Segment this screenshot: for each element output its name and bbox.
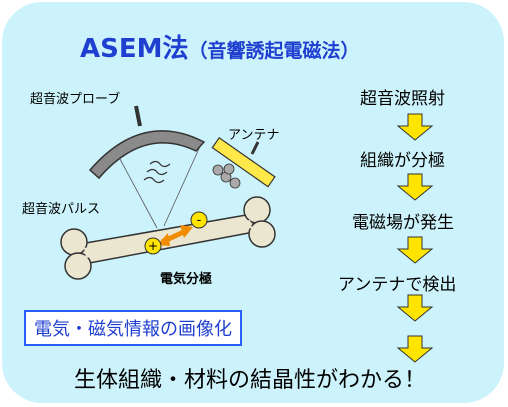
antenna-charges [212, 163, 241, 189]
antenna-rod [250, 141, 260, 155]
plus-sign: + [148, 239, 158, 253]
down-arrow-icon-2 [396, 173, 434, 201]
step-1: 超音波照射 [360, 89, 445, 109]
plus-charge-icon [144, 237, 162, 255]
down-arrow-icon-5 [396, 335, 434, 363]
down-arrow-icon-3 [396, 236, 434, 264]
pulse-wave-icon [143, 160, 171, 184]
imaging-box: 電気・磁気情報の画像化 [24, 310, 242, 346]
page-title: ASEM法（音響誘起電磁法） [80, 28, 360, 65]
step-3: 電磁場が発生 [352, 213, 454, 233]
probe-label: 超音波プローブ [30, 92, 121, 107]
polarization-label: 電気分極 [160, 272, 213, 287]
beam-line-right [163, 141, 203, 227]
title-sub: （音響誘起電磁法） [188, 40, 360, 62]
antenna-label: アンテナ [228, 128, 280, 143]
minus-charge-icon [190, 211, 208, 229]
step-2: 組織が分極 [360, 151, 445, 171]
pulse-label: 超音波パルス [22, 202, 101, 217]
probe-handle [134, 105, 142, 127]
antenna-plate [211, 136, 276, 188]
beam-line-left [119, 158, 158, 229]
down-arrow-icon-1 [396, 113, 434, 141]
step-4: アンテナで検出 [338, 275, 457, 295]
down-arrow-icon-4 [396, 294, 434, 322]
minus-sign: - [197, 213, 202, 228]
diagram-panel: + - ASEM法（音響誘起電磁法） 超音波プローブ アンテナ 超音波パルス 電… [2, 2, 504, 403]
illustration: + - [60, 105, 434, 363]
arrow-head-right [180, 225, 193, 238]
conclusion-text: 生体組織・材料の結晶性がわかる！ [74, 368, 427, 393]
title-main: ASEM法 [80, 34, 189, 64]
probe-head [88, 130, 206, 180]
